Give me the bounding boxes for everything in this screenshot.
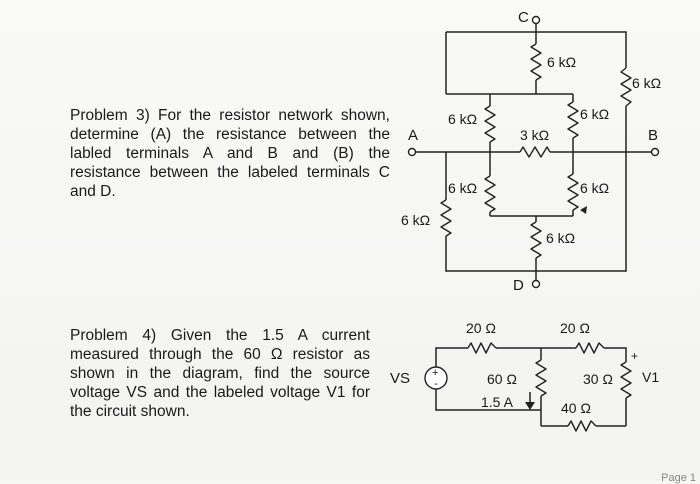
resistor-middle-3k-label: 3 kΩ <box>520 127 549 143</box>
terminal-d-node <box>531 279 541 289</box>
terminal-b-label: B <box>648 127 658 144</box>
resistor-top-label: 6 kΩ <box>547 54 576 70</box>
terminal-a-node <box>407 147 417 157</box>
terminal-c-label: C <box>518 9 529 26</box>
resistor-left-upper-label: 6 kΩ <box>448 111 477 127</box>
source-circuit-diagram: + - VS 20 Ω 20 Ω 60 Ω 1.5 A <box>390 320 659 432</box>
resistor-network-diagram: C 6 kΩ 6 kΩ 6 kΩ <box>401 9 661 294</box>
v1-plus-sign: + <box>631 349 638 363</box>
resistor-20-right-label: 20 Ω <box>560 320 590 336</box>
resistor-left-lower-label: 6 kΩ <box>448 180 477 196</box>
current-arrow-icon <box>525 402 535 410</box>
resistor-right-lower-label: 6 kΩ <box>580 180 609 196</box>
source-minus-sign: - <box>434 378 438 390</box>
source-plus-sign: + <box>432 367 438 379</box>
resistor-30-label: 30 Ω <box>583 371 613 387</box>
resistor-60-label: 60 Ω <box>487 371 517 387</box>
resistor-40-label: 40 Ω <box>561 400 591 416</box>
terminal-d-label: D <box>513 277 524 294</box>
resistor-20-left-label: 20 Ω <box>466 320 496 336</box>
problem-4-paragraph: Problem 4) Given the 1.5 A current measu… <box>70 327 370 420</box>
current-label: 1.5 A <box>481 394 514 410</box>
resistor-far-right-label: 6 kΩ <box>632 75 661 91</box>
terminal-a-label: A <box>408 127 418 144</box>
source-vs-label: VS <box>390 370 410 387</box>
problem-4-text: Problem 4) Given the 1.5 A current measu… <box>70 326 370 421</box>
resistor-bottom-label: 6 kΩ <box>546 230 575 246</box>
problem-3-text: Problem 3) For the resistor network show… <box>70 106 390 201</box>
terminal-c-node <box>531 15 541 25</box>
page-number: Page 1 <box>661 472 696 484</box>
problem-3-paragraph: Problem 3) For the resistor network show… <box>70 107 390 200</box>
arrow-icon <box>580 206 587 214</box>
resistor-right-upper-label: 6 kΩ <box>580 106 609 122</box>
resistor-outer-left-label: 6 kΩ <box>401 212 430 228</box>
v1-label: V1 <box>642 369 659 385</box>
terminal-b-node <box>650 147 660 157</box>
